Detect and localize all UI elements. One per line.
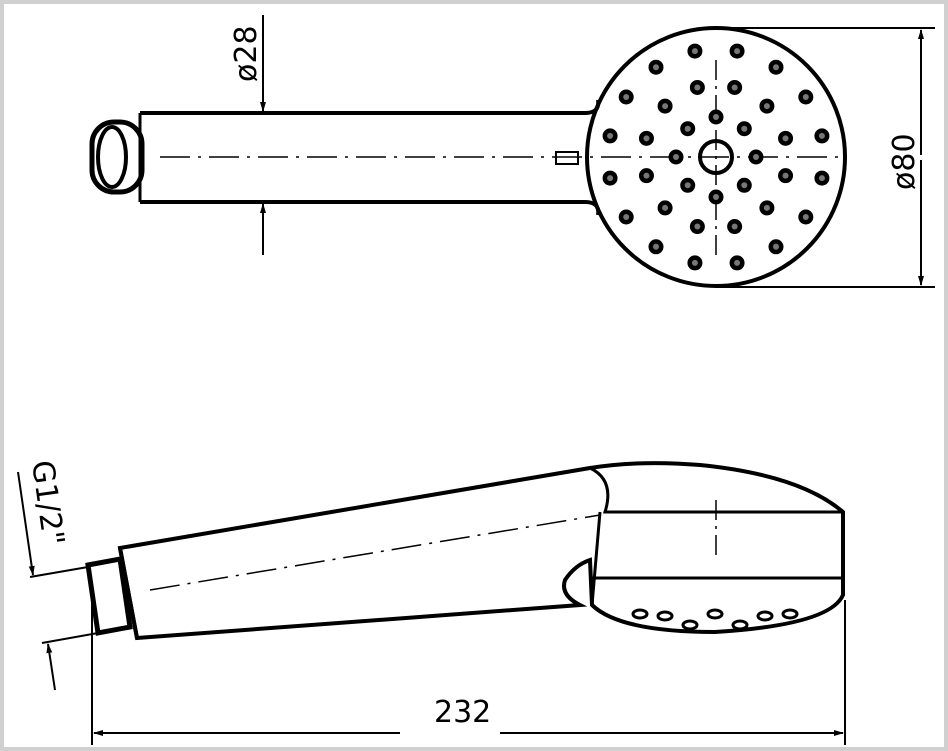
head-diameter-label: ø80 — [887, 133, 922, 190]
nozzle-dot-center — [763, 204, 770, 211]
nozzle-dot-center — [643, 135, 650, 142]
nozzle-dot-center — [694, 223, 701, 230]
nozzle-dot-center — [734, 48, 741, 55]
nozzle-dot-center — [652, 64, 659, 71]
side-nozzle — [706, 608, 724, 620]
nozzle-dot-center — [691, 48, 698, 55]
side-handle — [117, 461, 845, 641]
handle-diameter-label: ø28 — [229, 25, 264, 82]
nozzle-dot-center — [623, 93, 630, 100]
nozzle-dot-center — [818, 175, 825, 182]
nozzle-dot-center — [643, 172, 650, 179]
nozzle-dot-center — [684, 182, 691, 189]
length-label: 232 — [434, 695, 491, 730]
thread-label: G1/2" — [24, 458, 71, 547]
nozzle-dot-center — [741, 182, 748, 189]
nozzle-dot-center — [652, 243, 659, 250]
nozzle-dot-center — [623, 214, 630, 221]
top-view — [89, 15, 935, 288]
nozzle-dot-center — [731, 223, 738, 230]
slot — [555, 151, 579, 165]
nozzle-dot-center — [694, 84, 701, 91]
side-nozzle — [781, 608, 799, 620]
nozzle-dot-center — [673, 154, 679, 160]
nozzle-dot-center — [734, 259, 741, 266]
nozzle-dot-center — [741, 125, 748, 132]
nozzle-dot-center — [763, 103, 770, 110]
nozzle-dot-center — [802, 93, 809, 100]
hose-connector — [89, 119, 145, 195]
nozzle-dot-center — [713, 114, 719, 120]
side-centerline — [149, 514, 601, 591]
nozzle-dot-center — [607, 175, 614, 182]
side-nozzle — [731, 619, 749, 631]
side-nozzle — [681, 619, 699, 631]
nozzle-dot-center — [802, 214, 809, 221]
side-nozzle — [631, 608, 649, 620]
nozzle-dot-center — [773, 243, 780, 250]
nozzle-group — [602, 43, 830, 271]
nozzle-dot-center — [773, 64, 780, 71]
side-nozzle — [756, 610, 774, 622]
nozzle-dot-center — [753, 154, 759, 160]
nozzle-dot-center — [691, 259, 698, 266]
nozzle-dot-center — [731, 84, 738, 91]
nozzle-dot-center — [684, 125, 691, 132]
nozzle-dot-center — [782, 135, 789, 142]
nozzle-dot-center — [607, 132, 614, 139]
nozzle-dot-center — [782, 172, 789, 179]
side-view — [17, 461, 846, 745]
nozzle-dot-center — [818, 132, 825, 139]
side-nozzle — [656, 610, 674, 622]
nozzle-dot-center — [713, 194, 719, 200]
nozzle-dot-center — [662, 103, 669, 110]
side-connector — [85, 556, 133, 636]
nozzle-dot-center — [662, 204, 669, 211]
